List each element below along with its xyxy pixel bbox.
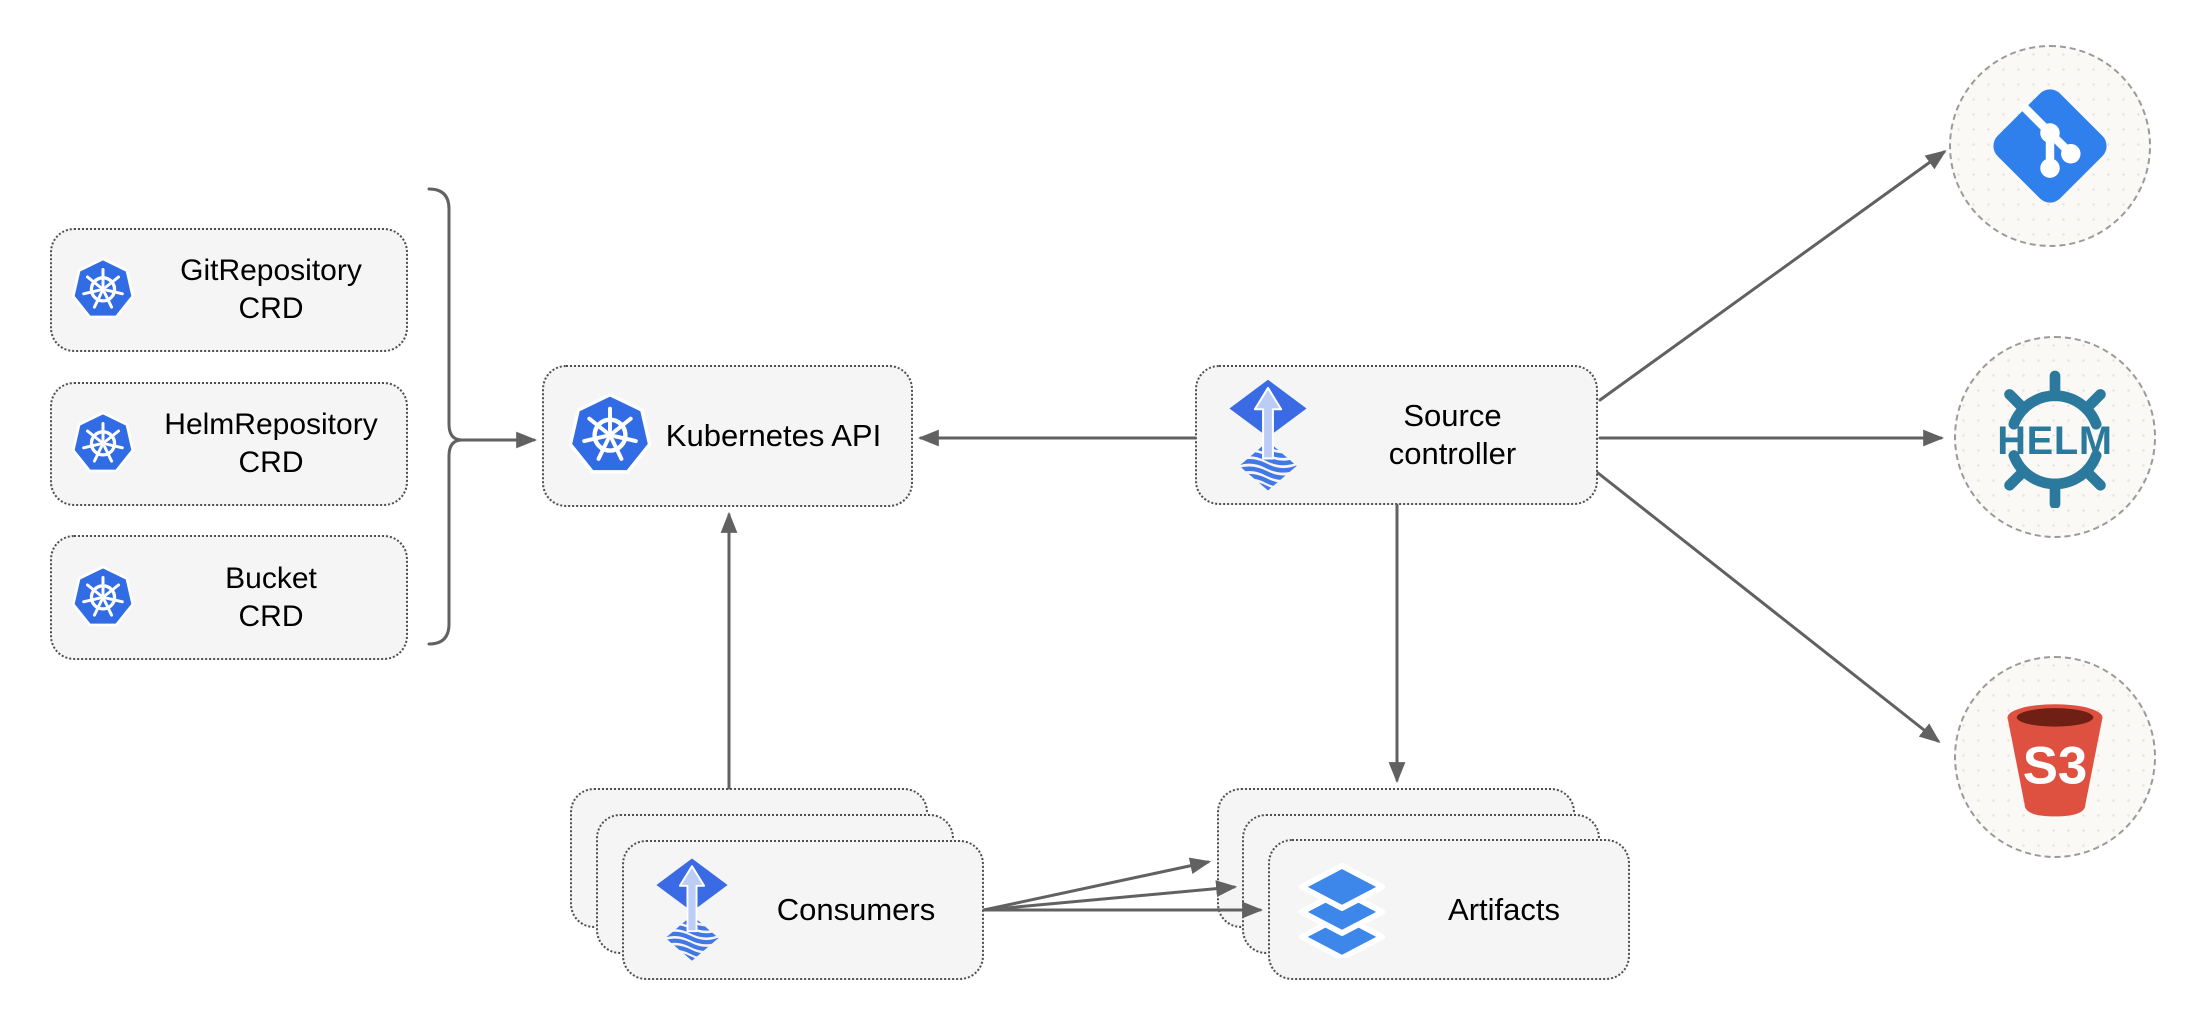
kubernetes-icon (70, 257, 136, 323)
layers-icon (1294, 862, 1390, 958)
node-label: Consumers (776, 892, 936, 927)
label-line1: GitRepository (180, 254, 362, 287)
kubernetes-icon (70, 565, 136, 631)
label-line2: CRD (238, 599, 304, 633)
node-git-source (1949, 45, 2151, 247)
node-label: Kubernetes API (665, 418, 882, 453)
label-line2: CRD (238, 446, 304, 479)
node-s3-source (1954, 656, 2156, 858)
arrow-consumers-to-artifacts-2 (982, 880, 1238, 912)
label-line1: Bucket (225, 561, 317, 595)
helm-icon (1984, 366, 2126, 508)
flux-icon (654, 857, 730, 963)
node-label: Artifacts (1448, 891, 1560, 927)
arrow-consumers-to-artifacts-1 (982, 857, 1212, 912)
label-line1: HelmRepository (164, 408, 378, 441)
arrow-source-controller-to-git (1598, 150, 1947, 402)
s3-bucket-icon (1989, 691, 2121, 823)
crd-group-bracket (427, 187, 464, 646)
kubernetes-icon (566, 392, 654, 480)
git-icon (1985, 81, 2115, 211)
label-line2: controller (1388, 436, 1517, 471)
node-kubernetes-api: Kubernetes API (542, 365, 913, 507)
label-line1: Source (1403, 398, 1502, 433)
kubernetes-icon (70, 411, 136, 477)
node-artifacts: Artifacts (1268, 839, 1630, 980)
node-helm-source (1954, 336, 2156, 538)
node-consumers: Consumers (622, 840, 984, 980)
arrow-source-controller-to-s3 (1596, 471, 1941, 743)
label-line2: CRD (238, 292, 304, 325)
flux-icon (1227, 378, 1309, 493)
